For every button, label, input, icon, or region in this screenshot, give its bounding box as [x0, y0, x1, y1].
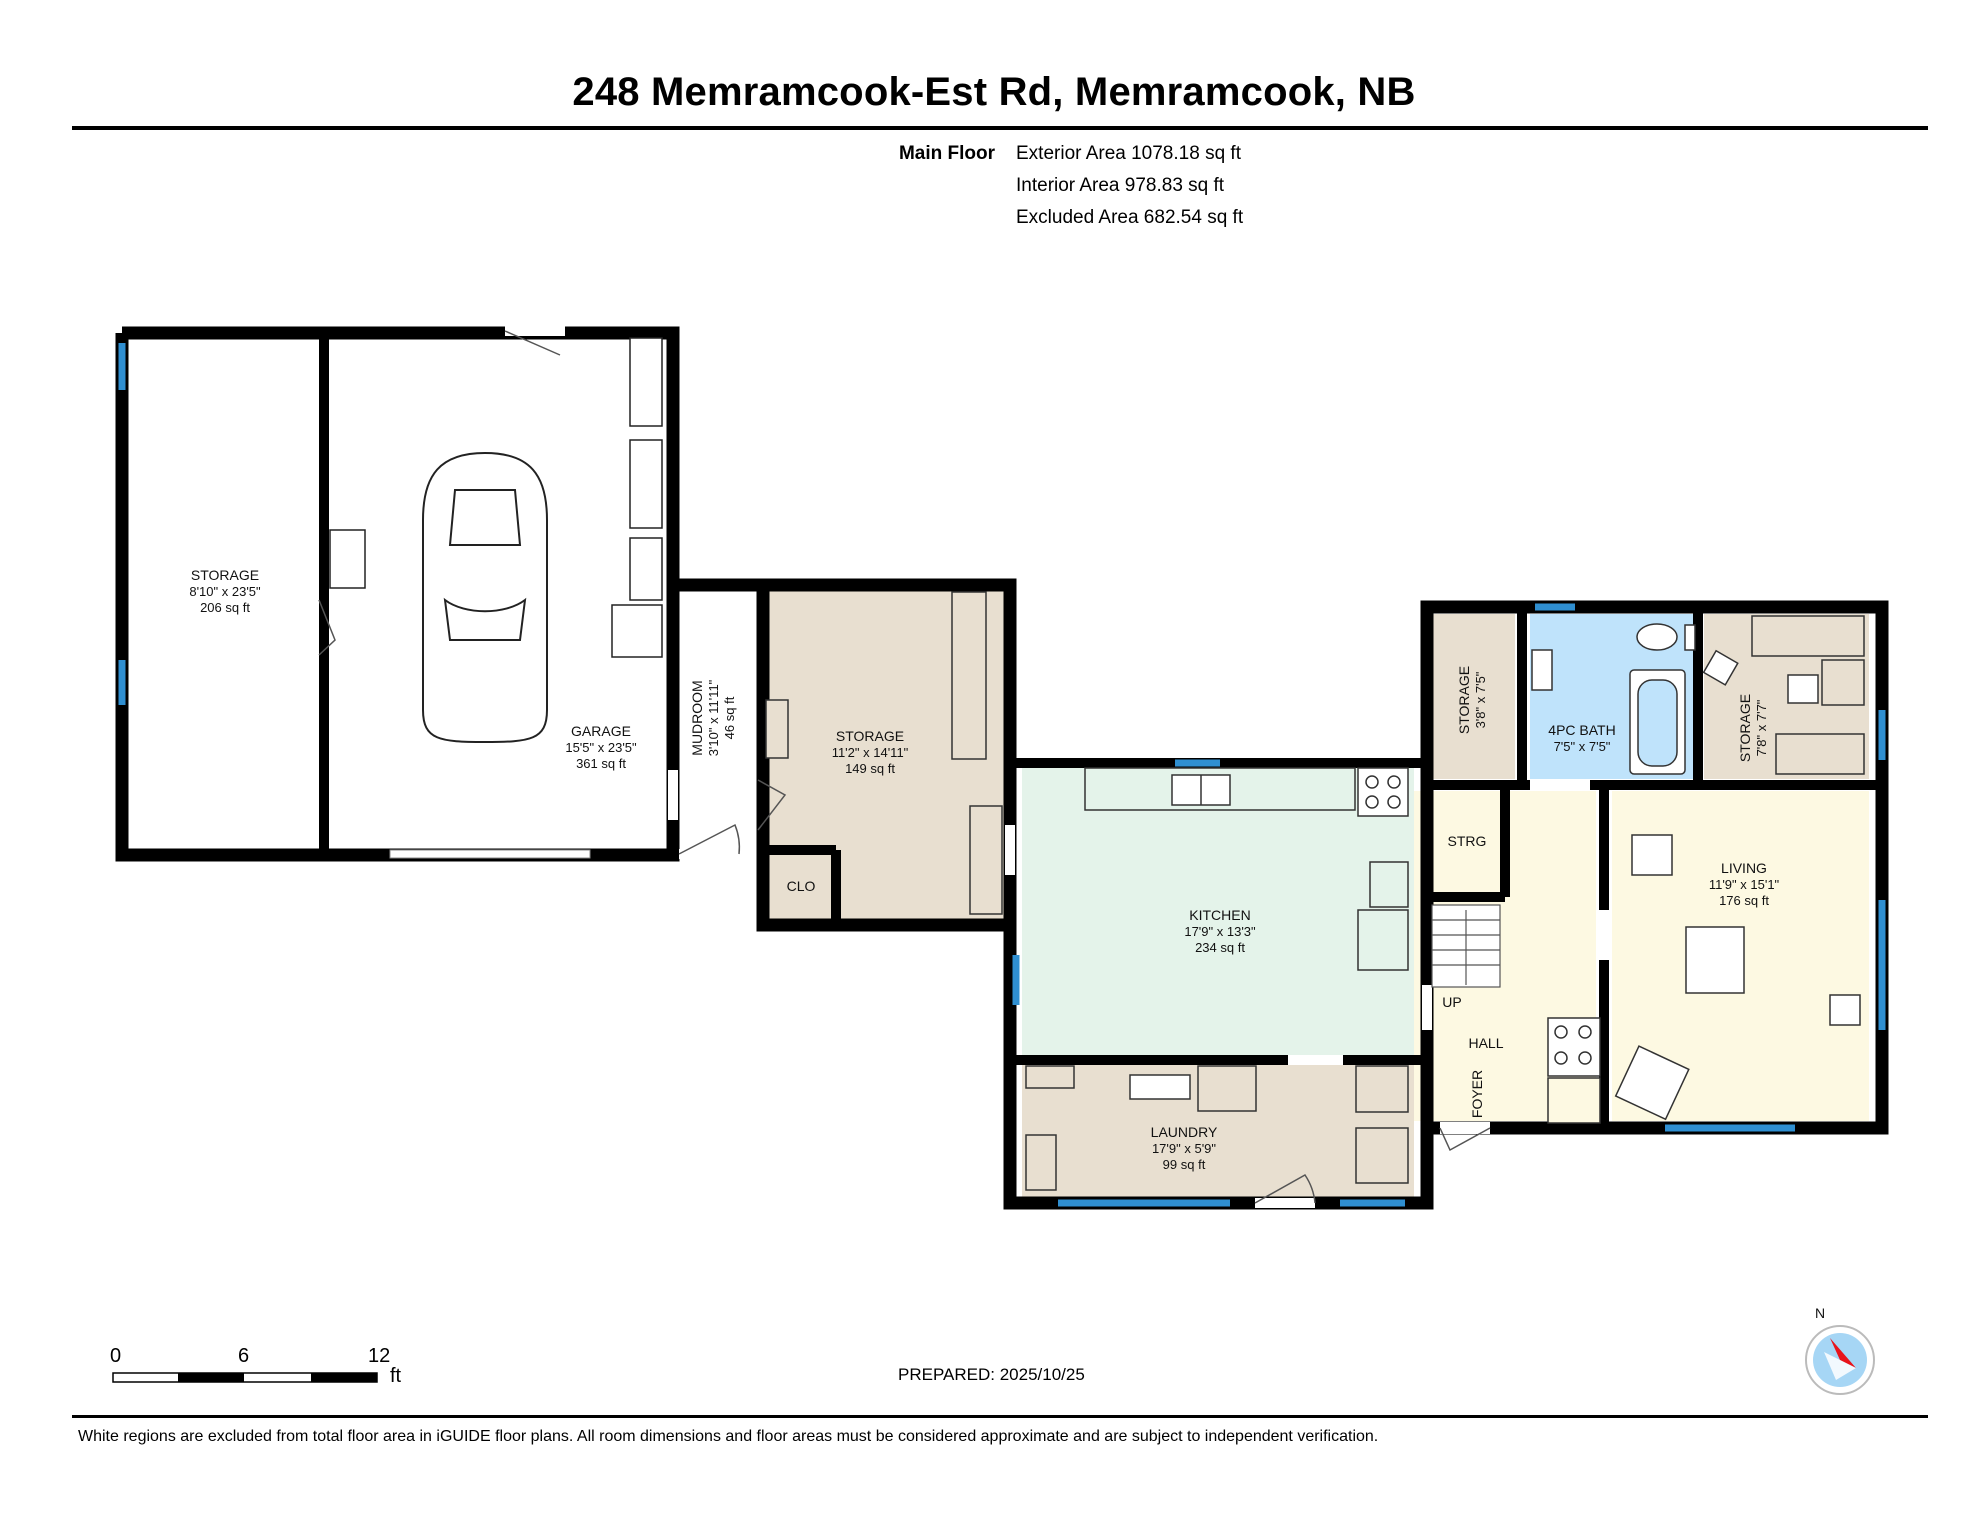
room-name-foyer: FOYER: [1469, 1070, 1485, 1118]
room-area-storage-center: 149 sq ft: [845, 761, 895, 776]
garage-door[interactable]: [389, 849, 591, 859]
kitchen-laundry-opening: [1288, 1055, 1343, 1065]
windows: [118, 343, 1886, 1207]
room-name-living: LIVING: [1721, 860, 1767, 876]
bath-fixtures: [1531, 623, 1696, 775]
room-name-mudroom: MUDROOM: [689, 680, 705, 755]
room-name-kitchen: KITCHEN: [1189, 907, 1250, 923]
title-divider: [72, 126, 1928, 130]
stairs: [1431, 904, 1501, 988]
storage-small-floor: [1432, 614, 1515, 779]
door-swing: [318, 599, 336, 656]
mudroom-exterior-door[interactable]: [679, 849, 739, 859]
laundry-exterior-door[interactable]: [1255, 1198, 1315, 1208]
scale-label-6: 6: [238, 1345, 250, 1367]
room-name-laundry: LAUNDRY: [1151, 1124, 1218, 1140]
door-swing: [1439, 1127, 1491, 1152]
room-dims-kitchen: 17'9" x 13'3": [1184, 924, 1256, 939]
interior-area: Interior Area 978.83 sq ft: [1016, 175, 1225, 196]
storage-fixtures: [765, 591, 1003, 915]
door-swing: [757, 779, 787, 831]
hall-living-opening: [1599, 910, 1609, 960]
room-area-storage-west: 206 sq ft: [200, 600, 250, 615]
room-name-garage: GARAGE: [571, 723, 631, 739]
compass-north-label: N: [1815, 1305, 1825, 1321]
door-swing: [504, 330, 561, 356]
scale-label-12: 12: [368, 1345, 391, 1367]
excluded-area: Excluded Area 682.54 sq ft: [1016, 207, 1244, 228]
clo-floor: [769, 853, 837, 919]
car-icon: [422, 451, 548, 744]
floor-name: Main Floor: [898, 143, 995, 164]
room-dims-laundry: 17'9" x 5'9": [1152, 1141, 1216, 1156]
room-dims-storage-west: 8'10" x 23'5": [189, 584, 261, 599]
sink-icon: [1171, 774, 1231, 806]
room-dims-garage: 15'5" x 23'5": [565, 740, 637, 755]
scale-unit: ft: [390, 1365, 402, 1387]
scale-bar: [112, 1372, 378, 1383]
room-dims-storage-small: 3'8" x 7'5": [1473, 671, 1488, 728]
room-name-storage-center: STORAGE: [836, 728, 904, 744]
room-area-living: 176 sq ft: [1719, 893, 1769, 908]
room-name-clo: CLO: [787, 878, 816, 894]
room-dims-mudroom: 3'10" x 11'11": [706, 679, 721, 756]
page-title: 248 Memramcook-Est Rd, Memramcook, NB: [572, 70, 1416, 114]
kitchen-storage-opening: [1005, 825, 1015, 875]
room-dims-bath: 7'5" x 7'5": [1554, 739, 1611, 754]
room-area-laundry: 99 sq ft: [1163, 1157, 1206, 1172]
room-area-mudroom: 46 sq ft: [722, 696, 737, 739]
foyer-exterior-door[interactable]: [1440, 1122, 1490, 1134]
laundry-fixtures: [1025, 1065, 1409, 1191]
room-area-kitchen: 234 sq ft: [1195, 940, 1245, 955]
stairs-up-label: UP: [1442, 994, 1461, 1010]
living-furniture: [1614, 834, 1861, 1121]
compass-icon: N: [1805, 1305, 1875, 1395]
hall-fixtures: [1547, 1017, 1601, 1124]
door-swing: [1254, 1174, 1316, 1204]
stove-icon: [1357, 767, 1409, 817]
disclaimer: White regions are excluded from total fl…: [78, 1428, 1379, 1445]
room-name-storage-west: STORAGE: [191, 567, 259, 583]
scale-label-0: 0: [110, 1345, 122, 1367]
prepared-date: PREPARED: 2025/10/25: [898, 1365, 1085, 1384]
room-dims-living: 11'9" x 15'1": [1709, 877, 1780, 892]
bath-door[interactable]: [1530, 780, 1590, 790]
room-name-storage-east: STORAGE: [1737, 694, 1753, 762]
room-name-bath: 4PC BATH: [1548, 722, 1615, 738]
door-swing: [678, 823, 741, 855]
storage-east-fixtures: [1702, 615, 1865, 775]
kitchen-cabinets: [1357, 861, 1409, 971]
exterior-area: Exterior Area 1078.18 sq ft: [1016, 143, 1241, 164]
room-name-hall: HALL: [1468, 1035, 1503, 1051]
kitchen-hall-opening: [1422, 985, 1432, 1030]
garage-shelving: [329, 337, 663, 658]
room-name-strg: STRG: [1448, 833, 1487, 849]
garage-rear-door[interactable]: [505, 326, 565, 336]
room-dims-storage-center: 11'2" x 14'11": [832, 745, 909, 760]
footer-divider: [72, 1415, 1928, 1418]
garage-mudroom-door[interactable]: [668, 770, 678, 820]
exterior-walls: [115, 326, 1889, 1210]
kitchen-floor: [1022, 763, 1414, 1055]
room-area-garage: 361 sq ft: [576, 756, 626, 771]
room-dims-storage-east: 7'8" x 7'7": [1754, 699, 1769, 756]
room-name-storage-small: STORAGE: [1456, 666, 1472, 734]
